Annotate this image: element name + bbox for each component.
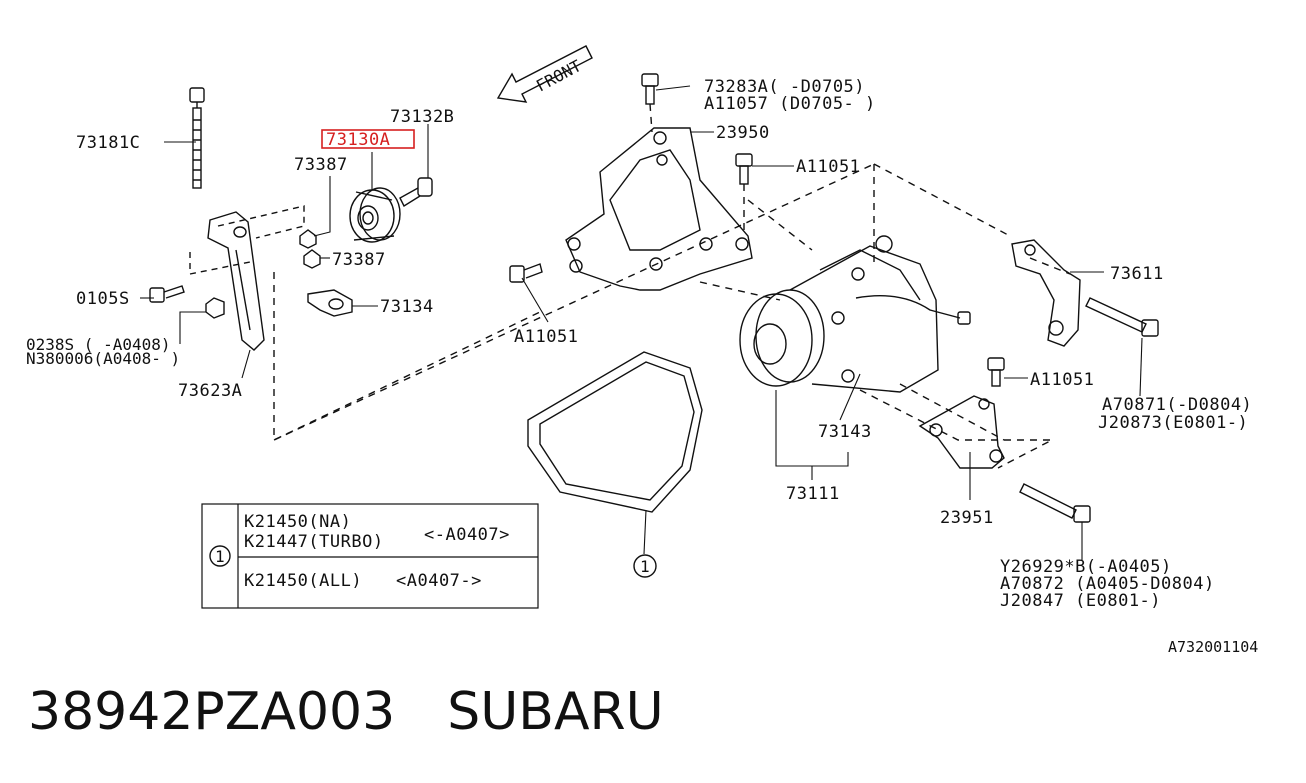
- label-73387-b[interactable]: 73387: [332, 250, 386, 270]
- washer-a-drawing: [299, 229, 317, 249]
- belt-marker-icon: [633, 554, 657, 578]
- idler-pulley-drawing: [349, 187, 401, 243]
- belt-table-row2-line1[interactable]: K21450(ALL): [244, 571, 362, 591]
- diagram-reference: A732001104: [1168, 638, 1258, 656]
- label-23951[interactable]: 23951: [940, 508, 994, 528]
- label-73623a[interactable]: 73623A: [178, 381, 242, 401]
- label-73134[interactable]: 73134: [380, 297, 434, 317]
- label-a11051-left[interactable]: A11051: [514, 327, 578, 347]
- bolt-0105s-drawing: [149, 285, 185, 303]
- part-number: 38942PZA003: [28, 682, 396, 742]
- label-73181c[interactable]: 73181C: [76, 133, 140, 153]
- belt-table-row2-range: <A0407->: [396, 571, 482, 591]
- belt-table-row1-range: <-A0407>: [424, 525, 510, 545]
- label-j20847[interactable]: J20847 (E0801-): [1000, 591, 1161, 611]
- label-0105s[interactable]: 0105S: [76, 289, 130, 309]
- bolt-a11051-top-drawing: [735, 153, 753, 185]
- nut-0238s-drawing: [205, 297, 225, 319]
- assembly-dashed-lines: [273, 103, 1071, 469]
- tensioner-bracket-drawing: [207, 211, 265, 351]
- bolt-a11051-right-drawing: [987, 357, 1005, 387]
- belt-marker-number: 1: [640, 557, 650, 576]
- bolt-a11051-left-drawing: [509, 263, 543, 283]
- brand-name: SUBARU: [447, 682, 664, 742]
- label-y26929[interactable]: Y26929*B(-A0405): [1000, 557, 1172, 577]
- label-73387-a[interactable]: 73387: [294, 155, 348, 175]
- label-23950[interactable]: 23950: [716, 123, 770, 143]
- footer-caption: 38942PZA003 SUBARU: [28, 682, 716, 742]
- belt-table-marker-number: 1: [215, 547, 225, 566]
- drive-belt-drawing: [527, 351, 703, 513]
- label-0238s[interactable]: 0238S ( -A0408): [26, 335, 171, 354]
- belt-table-marker-icon: [209, 545, 231, 567]
- front-arrow-icon: [496, 45, 593, 103]
- adjuster-plate-drawing: [307, 289, 353, 317]
- compressor-bracket-drawing: [565, 127, 753, 291]
- washer-b-drawing: [303, 249, 321, 269]
- label-73130a[interactable]: 73130A: [326, 130, 390, 150]
- tensioner-guide-dashes: [189, 205, 305, 275]
- label-73611[interactable]: 73611: [1110, 264, 1164, 284]
- bolt-73283a-drawing: [641, 73, 659, 105]
- ac-compressor-drawing: [739, 235, 971, 393]
- label-73283a[interactable]: 73283A( -D0705): [704, 77, 865, 97]
- belt-table-row1-line2[interactable]: K21447(TURBO): [244, 532, 384, 552]
- bolt-a70871-drawing: [1085, 297, 1159, 337]
- tensioner-bolt-drawing: [189, 87, 205, 189]
- bracket-73611-drawing: [1011, 239, 1081, 347]
- leader-lines: [140, 85, 1143, 560]
- label-73111[interactable]: 73111: [786, 484, 840, 504]
- pulley-bolt-drawing: [399, 177, 433, 208]
- label-a11051-right[interactable]: A11051: [1030, 370, 1094, 390]
- label-a70871[interactable]: A70871(-D0804): [1102, 395, 1252, 415]
- label-n380006[interactable]: N380006(A0408- ): [26, 349, 180, 368]
- belt-table-row1-line1[interactable]: K21450(NA): [244, 512, 351, 532]
- label-73132b[interactable]: 73132B: [390, 107, 454, 127]
- bolt-a70872-drawing: [1019, 483, 1091, 523]
- belt-table-frame: [201, 503, 539, 609]
- front-label: FRONT: [533, 56, 585, 96]
- label-a11051-top[interactable]: A11051: [796, 157, 860, 177]
- label-a11057[interactable]: A11057 (D0705- ): [704, 94, 876, 114]
- label-j20873[interactable]: J20873(E0801-): [1098, 413, 1248, 433]
- label-a70872[interactable]: A70872 (A0405-D0804): [1000, 574, 1215, 594]
- label-73143[interactable]: 73143: [818, 422, 872, 442]
- bracket-23951-drawing: [918, 395, 1005, 469]
- highlight-box: [321, 129, 415, 149]
